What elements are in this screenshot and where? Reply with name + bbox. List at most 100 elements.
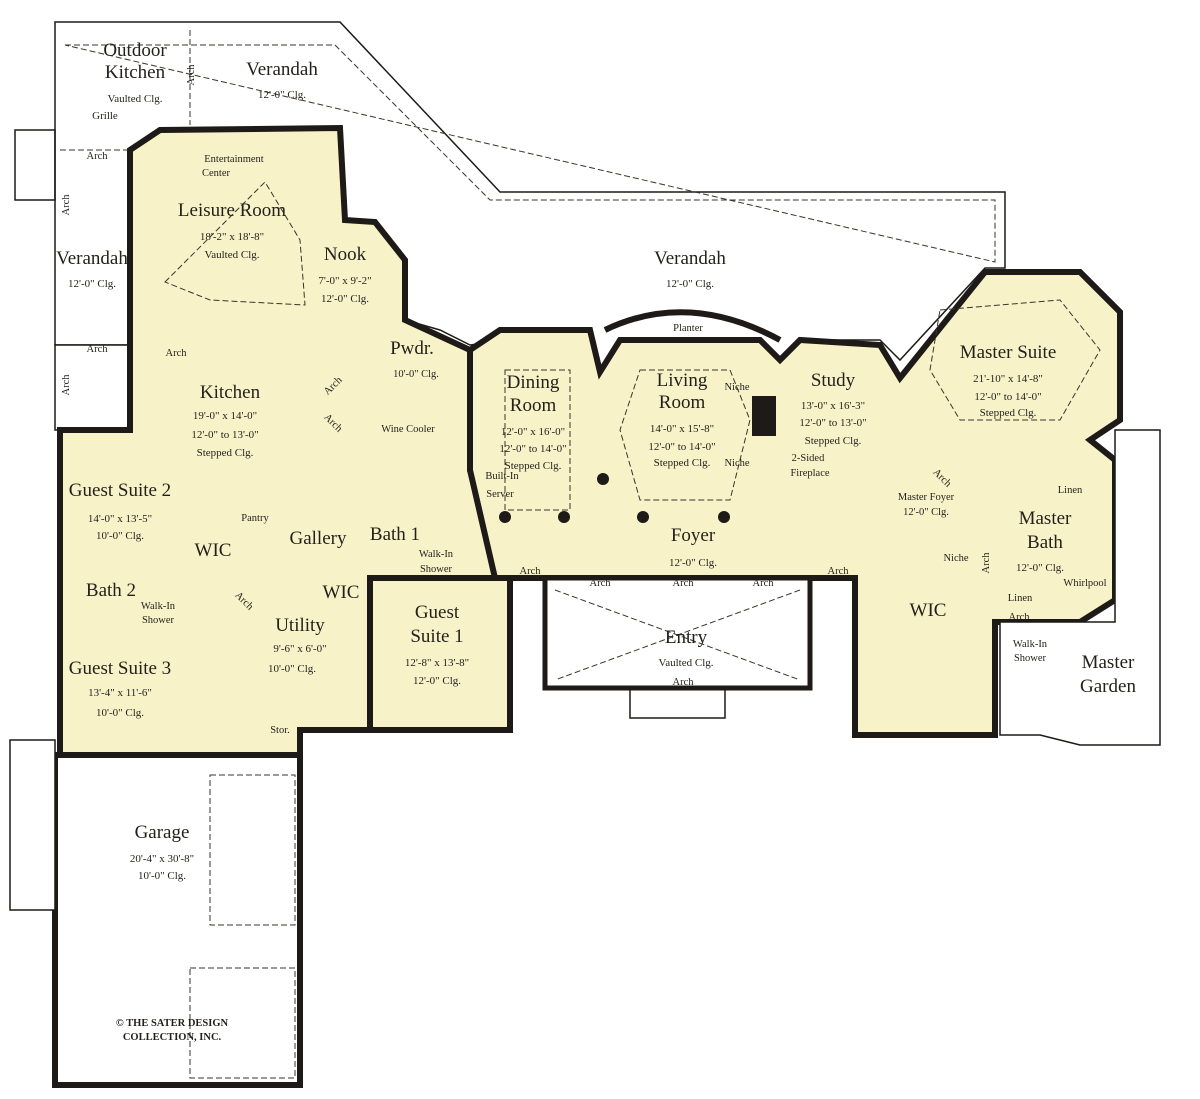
wine-cooler-label: Wine Cooler [381, 424, 435, 435]
guest-suite-3-ceiling: 10'-0" Clg. [96, 707, 144, 719]
master-bath-label: Master [1019, 508, 1072, 529]
master-foyer-ceiling: 12'-0" Clg. [903, 507, 949, 518]
garage-dims: 20'-4" x 30'-8" [130, 853, 194, 865]
bath-1-shower-label: Shower [420, 564, 453, 575]
outdoor-kitchen-label: Outdoor [103, 40, 167, 61]
guest-suite-2-label: Guest Suite 2 [69, 480, 171, 501]
master-garden-label: Garden [1080, 676, 1136, 697]
linen-label: Linen [1008, 593, 1033, 604]
fireplace-label: Fireplace [790, 468, 829, 479]
wic-label: WIC [195, 540, 232, 561]
arch-label: Arch [166, 348, 188, 359]
study-ceiling: Stepped Clg. [805, 435, 862, 447]
verandah-center-ceiling: 12'-0" Clg. [666, 278, 714, 290]
pantry-label: Pantry [241, 513, 269, 524]
master-suite-dims: 21'-10" x 14'-8" [973, 373, 1043, 385]
built-in-server-label: Server [486, 489, 514, 500]
arch-label: Arch [828, 566, 850, 577]
dining-room-label: Dining [507, 372, 560, 393]
guest-suite-2-ceiling: 10'-0" Clg. [96, 530, 144, 542]
utility-dims: 9'-6" x 6'-0" [273, 643, 326, 655]
master-foyer-label: Master Foyer [898, 492, 955, 503]
living-room-label: Room [659, 392, 706, 413]
arch-label: Arch [61, 374, 72, 396]
copyright-label: © THE SATER DESIGN [116, 1018, 229, 1029]
nook-ceiling: 12'-0" Clg. [321, 293, 369, 305]
built-in-server-label: Built-In [485, 471, 519, 482]
living-room-ceiling: 12'-0" to 14'-0" [648, 441, 715, 453]
arch-label: Arch [61, 194, 72, 216]
niche-label: Niche [724, 382, 749, 393]
utility-ceiling: 10'-0" Clg. [268, 663, 316, 675]
arch-label: Arch [87, 151, 109, 162]
leisure-room-label: Leisure Room [178, 200, 286, 221]
guest-suite-1-dims: 12'-8" x 13'-8" [405, 657, 469, 669]
master-bath-label: Bath [1027, 532, 1063, 553]
kitchen-ceiling: Stepped Clg. [197, 447, 254, 459]
labels: Outdoor Kitchen Vaulted Clg. Grille Vera… [56, 40, 1136, 1043]
guest-suite-1-label: Suite 1 [410, 626, 463, 647]
verandah-top-label: Verandah [246, 59, 318, 80]
whirlpool-label: Whirlpool [1063, 578, 1106, 589]
entertainment-center-label: Center [202, 168, 230, 179]
fireplace-icon [752, 396, 776, 436]
guest-suite-1-ceiling: 12'-0" Clg. [413, 675, 461, 687]
storage-label: Stor. [270, 725, 290, 736]
outdoor-kitchen-label: Kitchen [105, 62, 166, 83]
kitchen-label: Kitchen [200, 382, 261, 403]
dining-room-ceiling: Stepped Clg. [505, 460, 562, 472]
niche-label: Niche [943, 553, 968, 564]
nook-dims: 7'-0" x 9'-2" [318, 275, 371, 287]
bath-2-shower-label: Shower [142, 615, 175, 626]
master-wic-label: WIC [910, 600, 947, 621]
arch-label: Arch [590, 578, 612, 589]
utility-label: Utility [275, 615, 325, 636]
fireplace-label: 2-Sided [792, 453, 825, 464]
master-bath-ceiling: 12'-0" Clg. [1016, 562, 1064, 574]
leisure-room-dims: 18'-2" x 18'-8" [200, 231, 264, 243]
leisure-room-ceiling: Vaulted Clg. [205, 249, 260, 261]
verandah-top-ceiling: 12'-0" Clg. [258, 89, 306, 101]
entry-ceiling: Vaulted Clg. [659, 657, 714, 669]
foyer-ceiling: 12'-0" Clg. [669, 557, 717, 569]
kitchen-ceiling: 12'-0" to 13'-0" [191, 429, 258, 441]
wic-label: WIC [323, 582, 360, 603]
study-dims: 13'-0" x 16'-3" [801, 400, 865, 412]
bath-1-shower-label: Walk-In [419, 549, 454, 560]
guest-suite-2-dims: 14'-0" x 13'-5" [88, 513, 152, 525]
linen-label: Linen [1058, 485, 1083, 496]
powder-room-label: Pwdr. [390, 338, 434, 359]
living-room-ceiling: Stepped Clg. [654, 457, 711, 469]
arch-label: Arch [520, 566, 542, 577]
foyer-label: Foyer [671, 525, 716, 546]
verandah-center-label: Verandah [654, 248, 726, 269]
copyright-label: COLLECTION, INC. [123, 1032, 222, 1043]
verandah-left-ceiling: 12'-0" Clg. [68, 278, 116, 290]
arch-label: Arch [753, 578, 775, 589]
dining-room-dims: 12'-0" x 16'-0" [501, 426, 565, 438]
arch-label: Arch [673, 578, 695, 589]
arch-label: Arch [87, 344, 109, 355]
garage-label: Garage [135, 822, 190, 843]
living-room-dims: 14'-0" x 15'-8" [650, 423, 714, 435]
niche-label: Niche [724, 458, 749, 469]
garage-ceiling: 10'-0" Clg. [138, 870, 186, 882]
study-label: Study [811, 370, 856, 391]
gallery-label: Gallery [290, 528, 347, 549]
study-ceiling: 12'-0" to 13'-0" [799, 417, 866, 429]
entertainment-center-label: Entertainment [204, 154, 264, 165]
master-garden-label: Master [1082, 652, 1135, 673]
master-shower-label: Walk-In [1013, 639, 1048, 650]
arch-label: Arch [186, 64, 197, 86]
dining-room-label: Room [510, 395, 557, 416]
entry-label: Entry [665, 627, 708, 648]
outdoor-kitchen-ceiling: Vaulted Clg. [108, 93, 163, 105]
dining-room-ceiling: 12'-0" to 14'-0" [499, 443, 566, 455]
verandah-areas [14, 21, 1006, 431]
master-suite-label: Master Suite [960, 342, 1057, 363]
master-suite-ceiling: Stepped Clg. [980, 407, 1037, 419]
master-shower-label: Shower [1014, 653, 1047, 664]
guest-suite-3-dims: 13'-4" x 11'-6" [88, 687, 152, 699]
arch-label: Arch [1009, 612, 1031, 623]
